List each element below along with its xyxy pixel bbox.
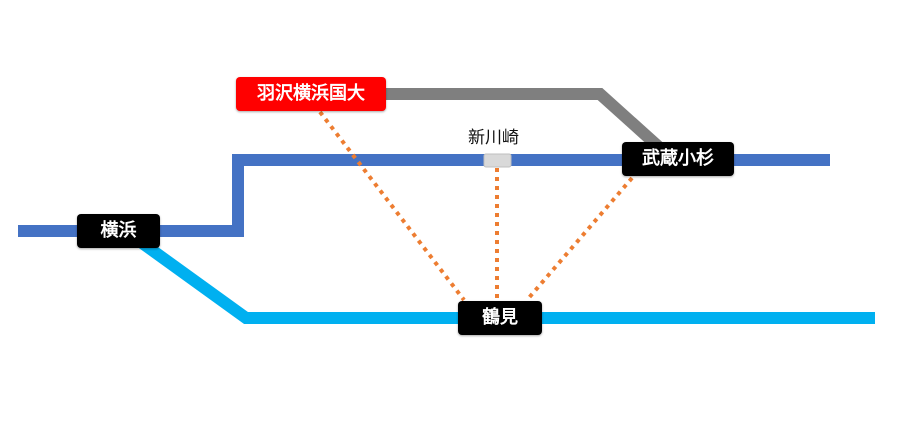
gray-line [385, 88, 665, 153]
station-label-yokohama: 横浜 [77, 214, 160, 248]
dotted-link-hazawa-tsurumi [318, 110, 466, 302]
station-label-tsurumi: 鶴見 [458, 301, 542, 335]
dotted-link-musashikosugi-tsurumi [525, 176, 634, 302]
station-label-musashi-kosugi: 武蔵小杉 [622, 142, 734, 176]
station-label-shin-kawasaki: 新川崎 [468, 128, 519, 148]
station-label-hazawa-yokohama-kokudai: 羽沢横浜国大 [236, 77, 386, 111]
shin-kawasaki-marker [483, 153, 512, 168]
light-blue-line [134, 235, 875, 324]
